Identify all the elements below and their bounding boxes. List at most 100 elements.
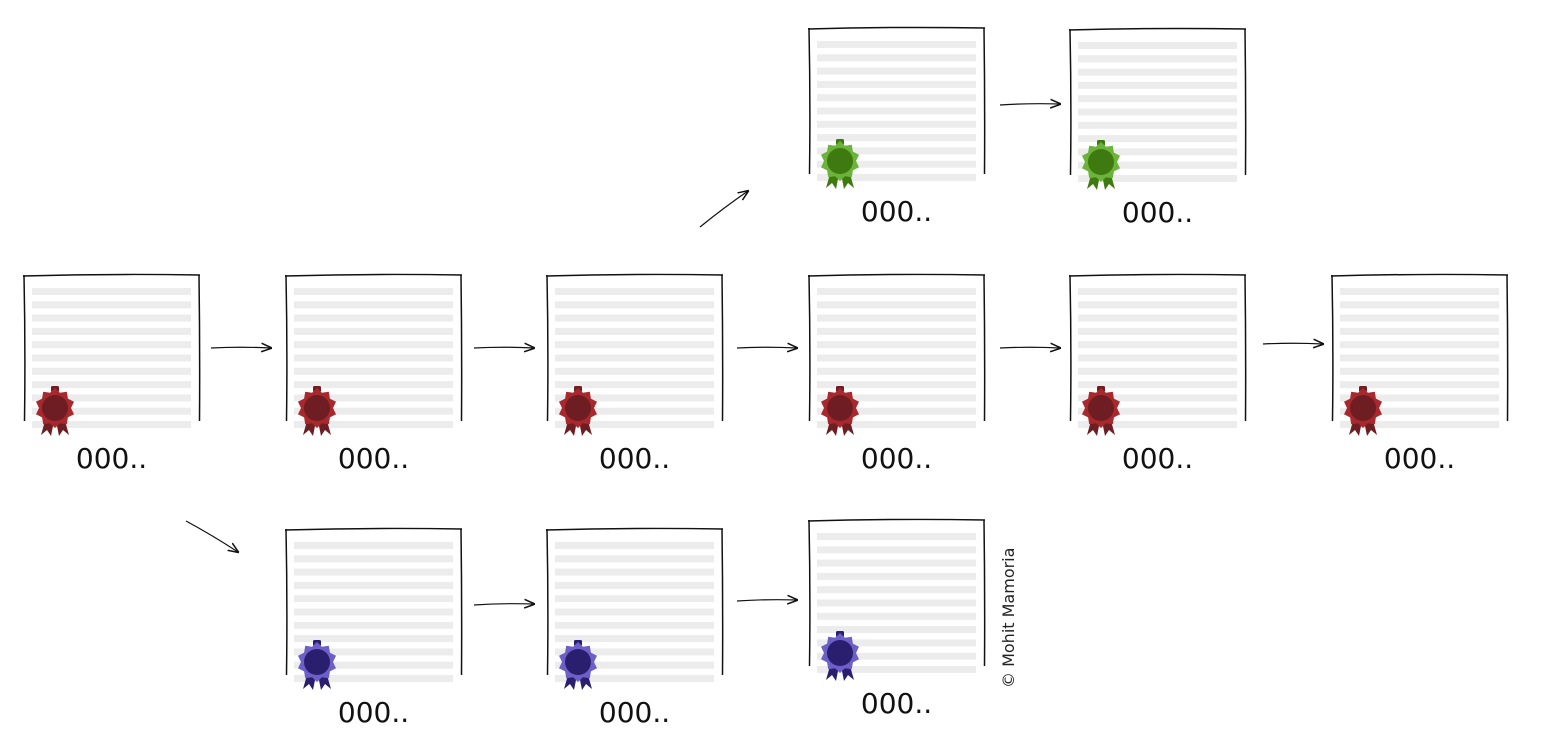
text-line xyxy=(294,608,453,616)
seal-inner xyxy=(304,649,330,675)
certificate-card: 000.. xyxy=(807,518,986,720)
connector-arrow xyxy=(185,520,238,552)
text-line xyxy=(817,599,976,607)
text-line xyxy=(817,54,976,62)
text-line xyxy=(32,314,191,322)
text-line xyxy=(294,301,453,309)
frame-left xyxy=(1331,274,1334,422)
text-line xyxy=(817,407,976,415)
text-line xyxy=(817,572,976,580)
text-line xyxy=(1340,421,1499,428)
text-line xyxy=(555,354,714,362)
frame-left xyxy=(808,274,811,422)
text-line xyxy=(555,367,714,375)
seal-inner xyxy=(827,640,853,666)
text-line xyxy=(555,314,714,322)
text-line xyxy=(817,41,976,48)
text-line xyxy=(555,421,714,428)
frame-left xyxy=(546,528,549,676)
text-line xyxy=(817,652,976,660)
frame-right xyxy=(721,528,724,676)
certificate-label: 000.. xyxy=(1122,442,1193,475)
connector-arrow xyxy=(999,104,1060,105)
frame-left xyxy=(285,528,288,676)
text-line xyxy=(294,675,453,682)
text-line xyxy=(817,160,976,168)
seal-inner xyxy=(1350,395,1376,421)
text-line xyxy=(817,559,976,567)
seal-inner xyxy=(827,148,853,174)
text-line xyxy=(555,608,714,616)
text-line xyxy=(32,394,191,402)
text-line xyxy=(817,546,976,554)
certificate-label: 000.. xyxy=(599,442,670,475)
frame-right xyxy=(460,274,463,422)
text-line xyxy=(1078,55,1237,63)
text-line xyxy=(817,314,976,322)
certificate-card: 000.. xyxy=(545,273,724,475)
text-line xyxy=(555,555,714,563)
text-line xyxy=(555,381,714,389)
text-line xyxy=(817,134,976,142)
frame-top xyxy=(545,527,724,531)
text-line xyxy=(817,639,976,647)
text-line xyxy=(294,394,453,402)
wax-seal-icon xyxy=(821,631,859,681)
text-line xyxy=(1078,394,1237,402)
text-line xyxy=(32,354,191,362)
text-line xyxy=(1078,135,1237,143)
text-line xyxy=(817,107,976,115)
wax-seal-icon xyxy=(298,640,336,690)
frame-right xyxy=(1244,274,1247,422)
certificate-label: 000.. xyxy=(338,696,409,729)
certificate-label: 000.. xyxy=(861,687,932,720)
text-line xyxy=(817,174,976,181)
text-line xyxy=(555,301,714,309)
text-line xyxy=(1340,407,1499,415)
frame-left xyxy=(808,27,811,175)
frame-left xyxy=(1069,28,1072,176)
text-line xyxy=(1078,421,1237,428)
text-line xyxy=(1340,327,1499,335)
frame-right xyxy=(721,274,724,422)
text-line xyxy=(817,327,976,335)
text-line xyxy=(1078,148,1237,156)
text-line xyxy=(294,407,453,415)
frame-left xyxy=(1069,274,1072,422)
text-line xyxy=(1078,175,1237,182)
certificate-card: 000.. xyxy=(807,26,986,228)
text-line xyxy=(555,288,714,295)
frame-top xyxy=(284,527,463,531)
text-line xyxy=(817,626,976,634)
text-line xyxy=(555,595,714,603)
connector-arrow xyxy=(699,191,748,228)
seal-inner xyxy=(1088,149,1114,175)
text-line xyxy=(294,581,453,589)
wax-seal-icon xyxy=(1082,140,1120,190)
certificate-label: 000.. xyxy=(861,442,932,475)
text-line xyxy=(294,327,453,335)
cards-layer: 000.. 000.. 000.. 000.. 000.. 000.. 000.. 000..… xyxy=(22,26,1509,729)
text-line xyxy=(32,407,191,415)
text-line xyxy=(817,586,976,594)
certificate-card: 000.. xyxy=(284,273,463,475)
text-line xyxy=(1078,407,1237,415)
text-line xyxy=(294,542,453,549)
text-line xyxy=(1078,381,1237,389)
text-line xyxy=(555,635,714,643)
text-line xyxy=(817,94,976,102)
connector-arrow xyxy=(473,604,534,605)
text-line xyxy=(1078,81,1237,89)
frame-left xyxy=(285,274,288,422)
text-line xyxy=(555,661,714,669)
text-line xyxy=(817,67,976,75)
connector-arrow xyxy=(210,347,271,348)
text-line xyxy=(817,80,976,88)
seal-inner xyxy=(827,395,853,421)
wax-seal-icon xyxy=(559,640,597,690)
frame-right xyxy=(198,274,201,422)
connector-arrow xyxy=(1262,343,1323,344)
text-line xyxy=(555,648,714,656)
certificate-card: 000.. xyxy=(22,273,201,475)
text-line xyxy=(817,394,976,402)
